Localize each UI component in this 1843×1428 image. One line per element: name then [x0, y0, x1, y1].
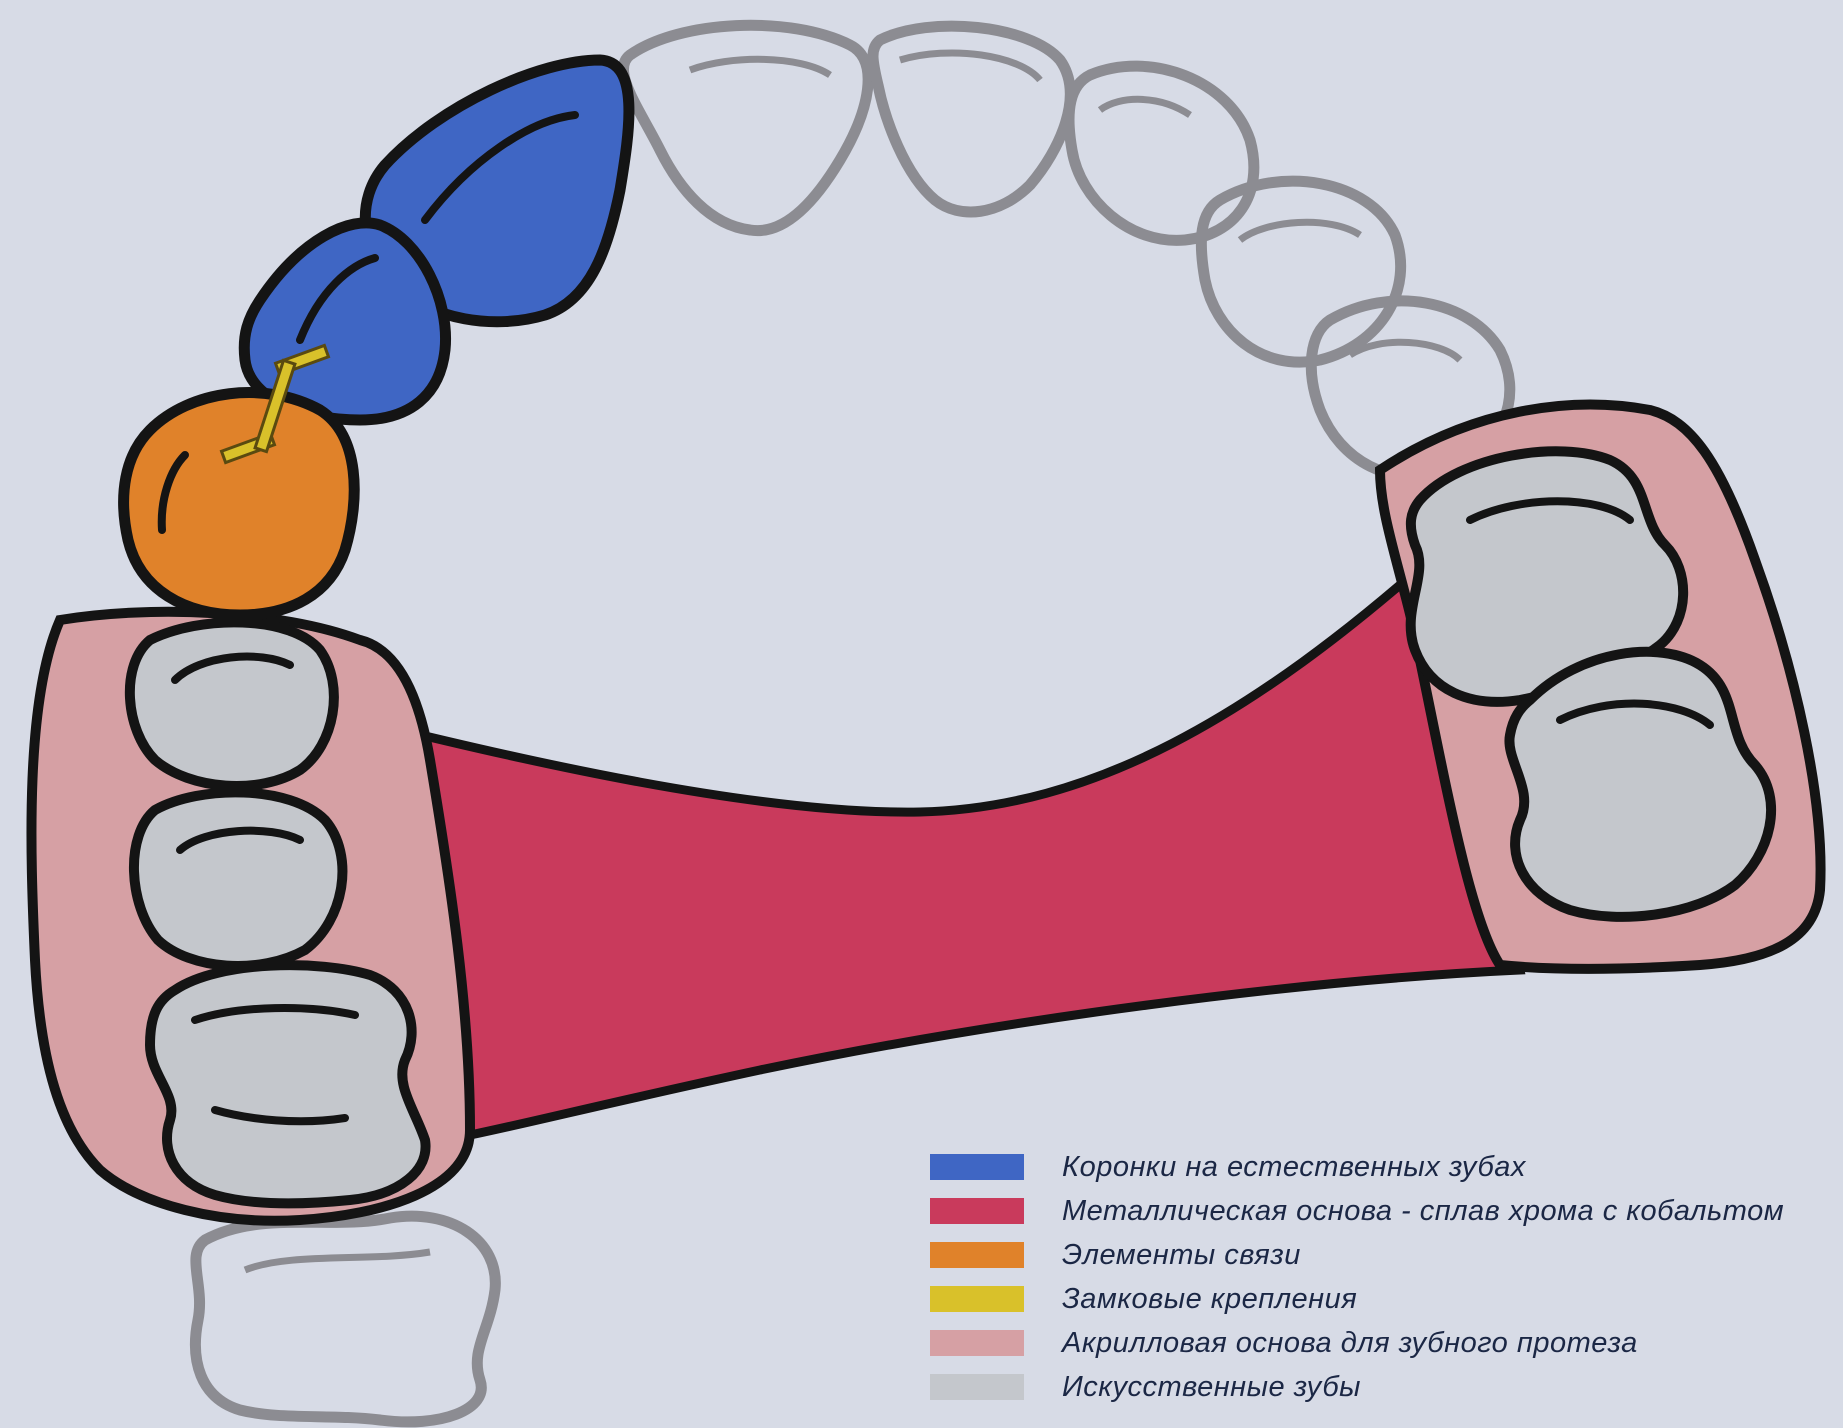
artificial-tooth-left-2 [134, 792, 342, 966]
metal-base [360, 550, 1520, 1135]
legend-label: Металлическая основа - сплав хрома с коб… [1062, 1195, 1784, 1228]
legend-swatch [930, 1330, 1024, 1356]
legend-label: Акрилловая основа для зубного протеза [1062, 1327, 1638, 1360]
legend-item: Элементы связи [930, 1233, 1843, 1277]
legend-label: Замковые крепления [1062, 1283, 1357, 1316]
legend-label: Элементы связи [1062, 1239, 1301, 1272]
legend-item: Металлическая основа - сплав хрома с коб… [930, 1189, 1843, 1233]
legend-item: Коронки на естественных зубах [930, 1145, 1843, 1189]
legend-swatch [930, 1242, 1024, 1268]
legend-item: Замковые крепления [930, 1277, 1843, 1321]
legend-swatch [930, 1286, 1024, 1312]
artificial-tooth-left-molar [150, 965, 426, 1203]
natural-tooth-canine [1069, 66, 1254, 240]
legend-item: Искусственные зубы [930, 1365, 1843, 1409]
natural-tooth-premolar-1 [1201, 181, 1400, 362]
legend-label: Коронки на естественных зубах [1062, 1151, 1526, 1184]
legend-label: Искусственные зубы [1062, 1371, 1361, 1404]
artificial-tooth-left-1 [130, 622, 334, 786]
natural-tooth-molar-lower [195, 1216, 495, 1422]
legend-item: Акрилловая основа для зубного протеза [930, 1321, 1843, 1365]
legend-swatch [930, 1198, 1024, 1224]
connector-element [124, 393, 355, 615]
legend-swatch [930, 1154, 1024, 1180]
legend-swatch [930, 1374, 1024, 1400]
